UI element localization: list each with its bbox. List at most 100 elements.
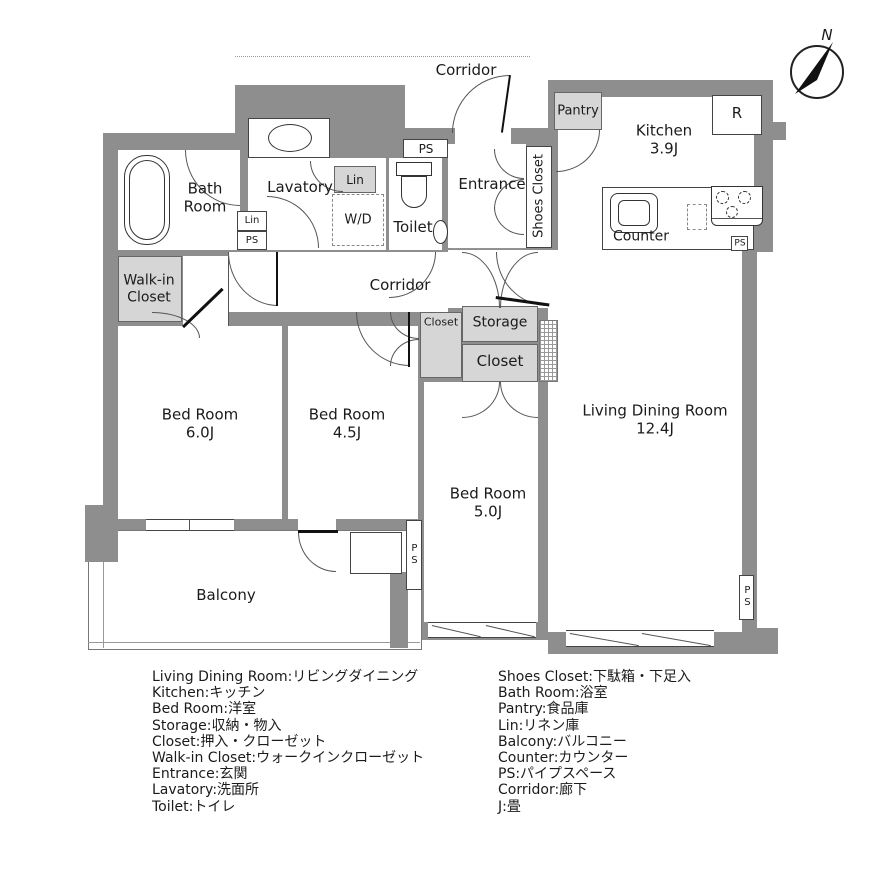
bed5-size: 5.0J	[473, 502, 503, 520]
balcony-inner-line	[88, 642, 420, 643]
wall-segment	[390, 572, 408, 648]
bed5-label: Bed Room 5.0J	[450, 485, 527, 520]
stove	[711, 186, 763, 226]
living-label: Living Dining Room 12.4J	[582, 402, 727, 437]
stove-burner	[716, 191, 729, 204]
legend-left-column: Living Dining Room:リビングダイニング Kitchen:キッチ…	[152, 669, 424, 815]
ps-shaft-living	[739, 575, 754, 620]
shaft-hatch	[539, 320, 558, 382]
counter-gap-box	[687, 204, 707, 230]
legend-item: Walk-in Closet:ウォークインクローゼット	[152, 750, 425, 767]
ps-label-toilet: PS	[418, 141, 434, 156]
living-size: 12.4J	[636, 419, 674, 437]
legend-item: PS:パイプスペース	[498, 766, 617, 783]
refrigerator-label: R	[731, 104, 743, 123]
shoes-closet-box	[526, 146, 552, 248]
toilet-label: Toilet	[393, 218, 433, 237]
room-living-dining	[548, 250, 742, 632]
toilet-sink	[433, 220, 448, 244]
bed5-name: Bed Room	[449, 484, 527, 503]
legend-item: J:畳	[498, 798, 521, 815]
bath-label: Bath Room	[183, 179, 227, 215]
ps-box-bath	[237, 231, 267, 250]
stove-burner	[738, 191, 751, 204]
balcony-utility-box	[350, 532, 402, 574]
compass-icon	[790, 42, 844, 99]
legend-item: Pantry:食品庫	[498, 701, 589, 718]
counter-label: Counter	[613, 228, 669, 245]
toilet-tank	[396, 162, 432, 176]
bed6-name: Bed Room	[161, 405, 239, 424]
kitchen-sink-inner	[618, 200, 650, 226]
wall-segment	[85, 505, 118, 562]
door-opening-bed45-balcony	[298, 519, 336, 531]
lin-label: Lin	[346, 172, 364, 187]
room-bed6	[118, 326, 282, 519]
legend-item: Bath Room:浴室	[498, 685, 608, 702]
entrance-label: Entrance	[458, 175, 526, 194]
ps-label-balcony: PS	[408, 543, 420, 567]
door-leaf-bed6	[276, 252, 278, 306]
ps-label-kitchen: PS	[734, 238, 746, 249]
washer-dryer-box	[332, 194, 384, 246]
legend-item: Kitchen:キッチン	[152, 685, 266, 702]
legend-item: Toilet:トイレ	[152, 798, 236, 815]
corridor-top-label: Corridor	[435, 61, 497, 80]
entrance-sill-dotted	[452, 248, 522, 251]
legend-item: Closet:押入・クローゼット	[152, 733, 327, 750]
legend-item: Bed Room:洋室	[152, 701, 257, 718]
legend-item: Counter:カウンター	[498, 750, 629, 767]
window-living	[566, 630, 714, 647]
legend-item: Lavatory:洗面所	[152, 782, 260, 799]
bed45-size: 4.5J	[332, 423, 362, 441]
closet-bed5-label: Closet	[476, 352, 524, 371]
kitchen-label: Kitchen 3.9J	[636, 122, 692, 157]
ps-label-bath: PS	[245, 235, 259, 247]
ps-label-living: PS	[741, 585, 753, 609]
bed45-name: Bed Room	[308, 405, 386, 424]
wall-segment	[742, 252, 757, 642]
kitchen-size: 3.9J	[649, 139, 679, 157]
legend-right-column: Shoes Closet:下駄箱・下足入 Bath Room:浴室 Pantry…	[498, 669, 691, 815]
walk-in-closet-label: Walk-in Closet	[123, 272, 175, 305]
door-leaf-balcony	[298, 530, 338, 533]
ps-box-toilet	[403, 139, 448, 158]
legend-item: Shoes Closet:下駄箱・下足入	[498, 669, 692, 685]
refrigerator-box	[712, 95, 762, 135]
kitchen-name: Kitchen	[635, 121, 693, 140]
window-mullion	[189, 519, 190, 531]
bathtub-inner	[129, 160, 165, 240]
stove-front-line	[712, 218, 762, 219]
stove-burner	[726, 206, 738, 218]
closet-box-bed45	[420, 312, 462, 378]
walk-in-closet-box	[118, 256, 182, 322]
compass-north-label: N	[821, 26, 833, 45]
legend-item: Entrance:玄関	[152, 766, 248, 783]
balcony-inner-line	[103, 530, 104, 648]
ps-shaft-balcony	[406, 520, 422, 590]
lin-label-small: Lin	[244, 215, 260, 227]
corridor-boundary-dotted	[235, 56, 530, 59]
storage-label: Storage	[472, 314, 528, 331]
legend-item: Corridor:廊下	[498, 782, 588, 799]
legend-item: Lin:リネン庫	[498, 717, 580, 734]
pantry-box	[554, 92, 602, 130]
closet-box-bed5	[462, 344, 538, 382]
bed6-size: 6.0J	[185, 423, 215, 441]
shoes-closet-label: Shoes Closet	[531, 154, 547, 238]
window-bed5	[428, 622, 536, 638]
room-bed5	[424, 382, 538, 622]
living-name: Living Dining Room	[582, 401, 728, 420]
legend-item: Living Dining Room:リビングダイニング	[152, 669, 419, 685]
bed6-label: Bed Room 6.0J	[162, 406, 239, 441]
toilet-bowl	[401, 176, 427, 208]
bed45-label: Bed Room 4.5J	[309, 406, 386, 441]
legend-item: Storage:収納・物入	[152, 717, 282, 734]
lin-box-small	[237, 211, 267, 231]
corridor-mid-label: Corridor	[369, 276, 431, 295]
closet-bed45-label: Closet	[423, 315, 459, 329]
pantry-label: Pantry	[557, 103, 599, 119]
legend-item: Balcony:バルコニー	[498, 733, 627, 750]
balcony-label: Balcony	[196, 586, 256, 605]
